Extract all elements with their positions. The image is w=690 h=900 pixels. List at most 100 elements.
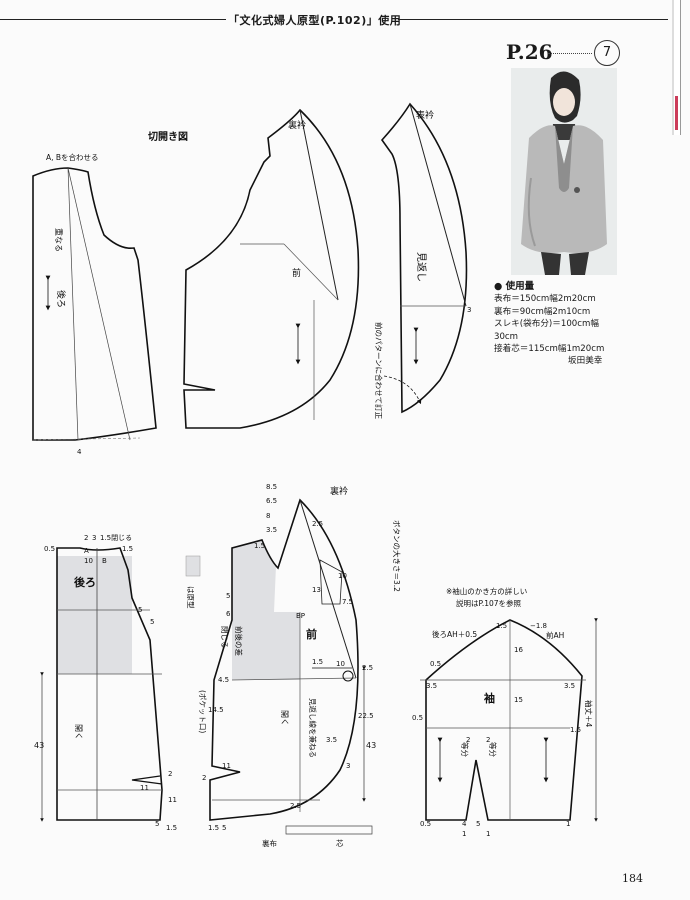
label-pattern-note: 前のパターンに合わせて訂正 <box>374 322 384 420</box>
m-front-6-5: 6.5 <box>266 497 277 505</box>
label-tojiru: 閉じる <box>220 626 229 649</box>
m-back-2: 2 <box>84 534 88 542</box>
m-sleeve-1c: 1 <box>566 820 570 828</box>
m-sleeve-4: 4 <box>462 820 467 828</box>
m-sleeve-3-5b: 3.5 <box>564 682 575 690</box>
label-back-hiraku: 開く <box>74 724 83 740</box>
m-sleeve-1a: 1 <box>462 830 466 838</box>
label-omoteeri: 表衿 <box>416 109 434 121</box>
correction-arrow <box>383 375 422 405</box>
m-sleeve-15: 15 <box>514 696 523 704</box>
label-sode-note-2: 説明はP.107を参照 <box>456 598 522 608</box>
label-pocket: (ポケット口) <box>198 690 207 733</box>
label-touban-1: 等分 <box>460 742 470 757</box>
label-mae: 前 <box>306 627 317 641</box>
label-ushiro-top: 後ろ <box>55 290 67 308</box>
label-mae-ah: 前AH <box>546 630 564 640</box>
model-photo <box>511 68 617 275</box>
m-sleeve-3-5a: 3.5 <box>426 682 437 690</box>
m-front-10: 10 <box>338 572 347 580</box>
label-mikaeshi-line: 見返し線を兼ねる <box>308 698 318 758</box>
label-sode: 袖 <box>484 691 495 705</box>
label-ab-awase: A, Bを合わせる <box>46 152 99 162</box>
label-uraeri-top: 裏衿 <box>288 119 306 131</box>
m-sleeve-5: 5 <box>476 820 480 828</box>
m-front-6: 6 <box>226 610 231 618</box>
label-shin: 芯 <box>336 838 344 848</box>
sleeve-outline <box>425 619 583 821</box>
m-sleeve-0-5: 0.5 <box>430 660 441 668</box>
materials-block: ● 使用量 表布＝150cm幅2m20cm 裏布＝90cm幅2m10cm スレキ… <box>494 281 684 368</box>
m-front-13: 13 <box>312 586 321 594</box>
model-photo-illustration <box>511 68 617 275</box>
m-back-5c: 5 <box>155 820 159 828</box>
m-front-8: 8 <box>266 512 270 520</box>
label-sodetake: 袖丈＋4 <box>584 700 594 727</box>
m-front-1-5: 1.5 <box>254 542 265 550</box>
front-roll-line <box>299 499 357 679</box>
m-front-4-5: 4.5 <box>218 676 229 684</box>
label-kiri-hiraki: 切開き図 <box>148 131 188 143</box>
facing-fold-line <box>409 103 467 307</box>
m-back-11a: 11 <box>140 784 149 792</box>
label-button-note: ボタンの大きさ＝3.2 <box>392 520 402 592</box>
materials-line: 表布＝150cm幅2m20cm <box>494 294 596 305</box>
m-front-2: 2 <box>202 774 206 782</box>
label-mae-top: 前 <box>292 267 301 279</box>
header-rule-left <box>0 19 226 20</box>
m-top-4: 4 <box>77 448 82 456</box>
materials-author: 坂田美幸 <box>568 356 603 367</box>
label-uranuno: 裏布 <box>262 838 277 848</box>
materials-line: 裏布＝90cm幅2m10cm <box>494 306 591 317</box>
pt-a: A <box>84 547 89 555</box>
back-slash-line <box>67 167 131 441</box>
m-front-11: 11 <box>222 762 231 770</box>
m-back-0-5: 0.5 <box>44 545 55 553</box>
header-rule-right <box>398 19 668 20</box>
m-front-8-5: 8.5 <box>266 483 277 491</box>
page-number: 184 <box>622 872 643 885</box>
m-back-10: 10 <box>84 557 93 565</box>
m-sleeve-1-5b: 1.5 <box>570 726 581 734</box>
page-ref-leader <box>548 53 592 54</box>
collar-detail <box>319 559 343 605</box>
m-front-2-5: 2.5 <box>312 520 323 528</box>
back-hem-guide <box>32 437 141 441</box>
m-front-1-5c: 1.5 <box>208 824 219 832</box>
m-front-14-5: 14.5 <box>208 706 224 714</box>
m-sleeve-16: 16 <box>514 646 523 654</box>
m-back-5b: 5 <box>150 618 154 626</box>
m-back-43: 43 <box>34 741 44 750</box>
m-top-3: 3 <box>467 306 471 314</box>
m-front-2-5c: 2.5 <box>290 802 301 810</box>
m-front-7-5: 7.5 <box>342 598 353 606</box>
header-title: 「文化式婦人原型(P.102)」使用 <box>228 14 402 27</box>
front-collar-line <box>299 109 339 301</box>
genkei-swatch <box>185 555 201 577</box>
label-ushiro-ah: 後ろAH＋0.5 <box>432 629 477 639</box>
page-ref-number: 7 <box>594 40 620 66</box>
label-touban-2: 等分 <box>488 742 498 757</box>
m-front-3: 3 <box>346 762 350 770</box>
pt-b: B <box>102 557 107 565</box>
m-sleeve-0-5c: 0.5 <box>420 820 431 828</box>
m-sleeve-1-8: −1.8 <box>530 622 547 630</box>
m-front-22-5: 22.5 <box>358 712 374 720</box>
front-shaded-area <box>232 540 300 680</box>
m-front-10b: 10 <box>336 660 345 668</box>
front-guide <box>231 677 357 681</box>
page-ref-label: P.26 <box>506 40 553 64</box>
label-uraeri: 裏衿 <box>330 485 348 497</box>
m-sleeve-2b: 2 <box>486 736 490 744</box>
materials-line: 30cm <box>494 331 519 342</box>
m-back-1-5: 1.5 <box>122 545 133 553</box>
back-spread-outline <box>32 167 157 441</box>
back-shaded-area <box>57 556 132 674</box>
button-mark <box>342 670 354 682</box>
side-tab-bar <box>672 0 681 135</box>
label-ushiro: 後ろ <box>74 575 96 589</box>
lining-piece <box>285 825 373 835</box>
pt-bp: BP <box>296 612 305 620</box>
